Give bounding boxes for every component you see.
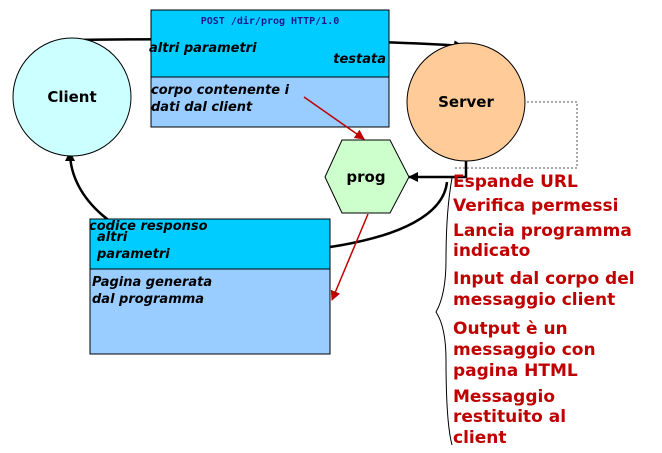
response-status-label: codice responso <box>89 219 208 234</box>
request-body-line2: dati dal client <box>151 100 253 115</box>
server-notes-dotted-link <box>455 101 578 169</box>
step-3-line-1: Lancia programma <box>453 221 632 241</box>
client-node: Client <box>12 37 132 157</box>
step-5-line-3: pagina HTML <box>453 361 578 381</box>
request-params-label: altri parametri <box>149 41 257 56</box>
step-5-line-1: Output è un <box>453 319 568 339</box>
server-steps: Espande URL Verifica permessi Lancia pro… <box>453 172 635 448</box>
request-header-box <box>150 9 390 78</box>
response-body-line1: Pagina generata <box>92 275 212 290</box>
server-to-prog-arrow <box>408 158 468 182</box>
client-label: Client <box>47 88 96 106</box>
step-6-line-2: restituito al <box>453 407 566 427</box>
response-body-box <box>89 268 331 355</box>
step-2-line-1: Verifica permessi <box>453 196 618 216</box>
step-5-line-2: messaggio con <box>453 340 596 360</box>
prog-node: prog <box>324 139 410 214</box>
request-body-to-prog-arrow <box>303 96 365 140</box>
request-message: POST /dir/prog HTTP/1.0 altri parametri … <box>149 9 390 128</box>
notes-brace <box>435 177 453 446</box>
prog-to-response-body-arrow <box>330 213 369 301</box>
response-body-line2: dal programma <box>92 292 204 307</box>
request-body-line1: corpo contenente i <box>151 83 290 98</box>
step-1-line-1: Espande URL <box>453 172 578 192</box>
step-4-line-1: Input dal corpo del <box>453 269 635 289</box>
response-params-line1: altri <box>97 230 128 245</box>
prog-label: prog <box>346 168 385 186</box>
response-params-line2: parametri <box>96 247 170 262</box>
server-label: Server <box>438 93 494 111</box>
step-3-line-2: indicato <box>453 241 530 261</box>
request-header-label: testata <box>333 52 386 67</box>
step-6-line-1: Messaggio <box>453 387 555 407</box>
step-4-line-2: messaggio client <box>453 290 615 310</box>
server-node: Server <box>406 42 526 162</box>
request-line: POST /dir/prog HTTP/1.0 <box>201 15 339 27</box>
step-6-line-3: client <box>453 428 507 448</box>
request-body-box <box>150 76 390 128</box>
response-header-box <box>89 218 331 270</box>
response-message: codice responso altri parametri Pagina g… <box>89 218 331 355</box>
